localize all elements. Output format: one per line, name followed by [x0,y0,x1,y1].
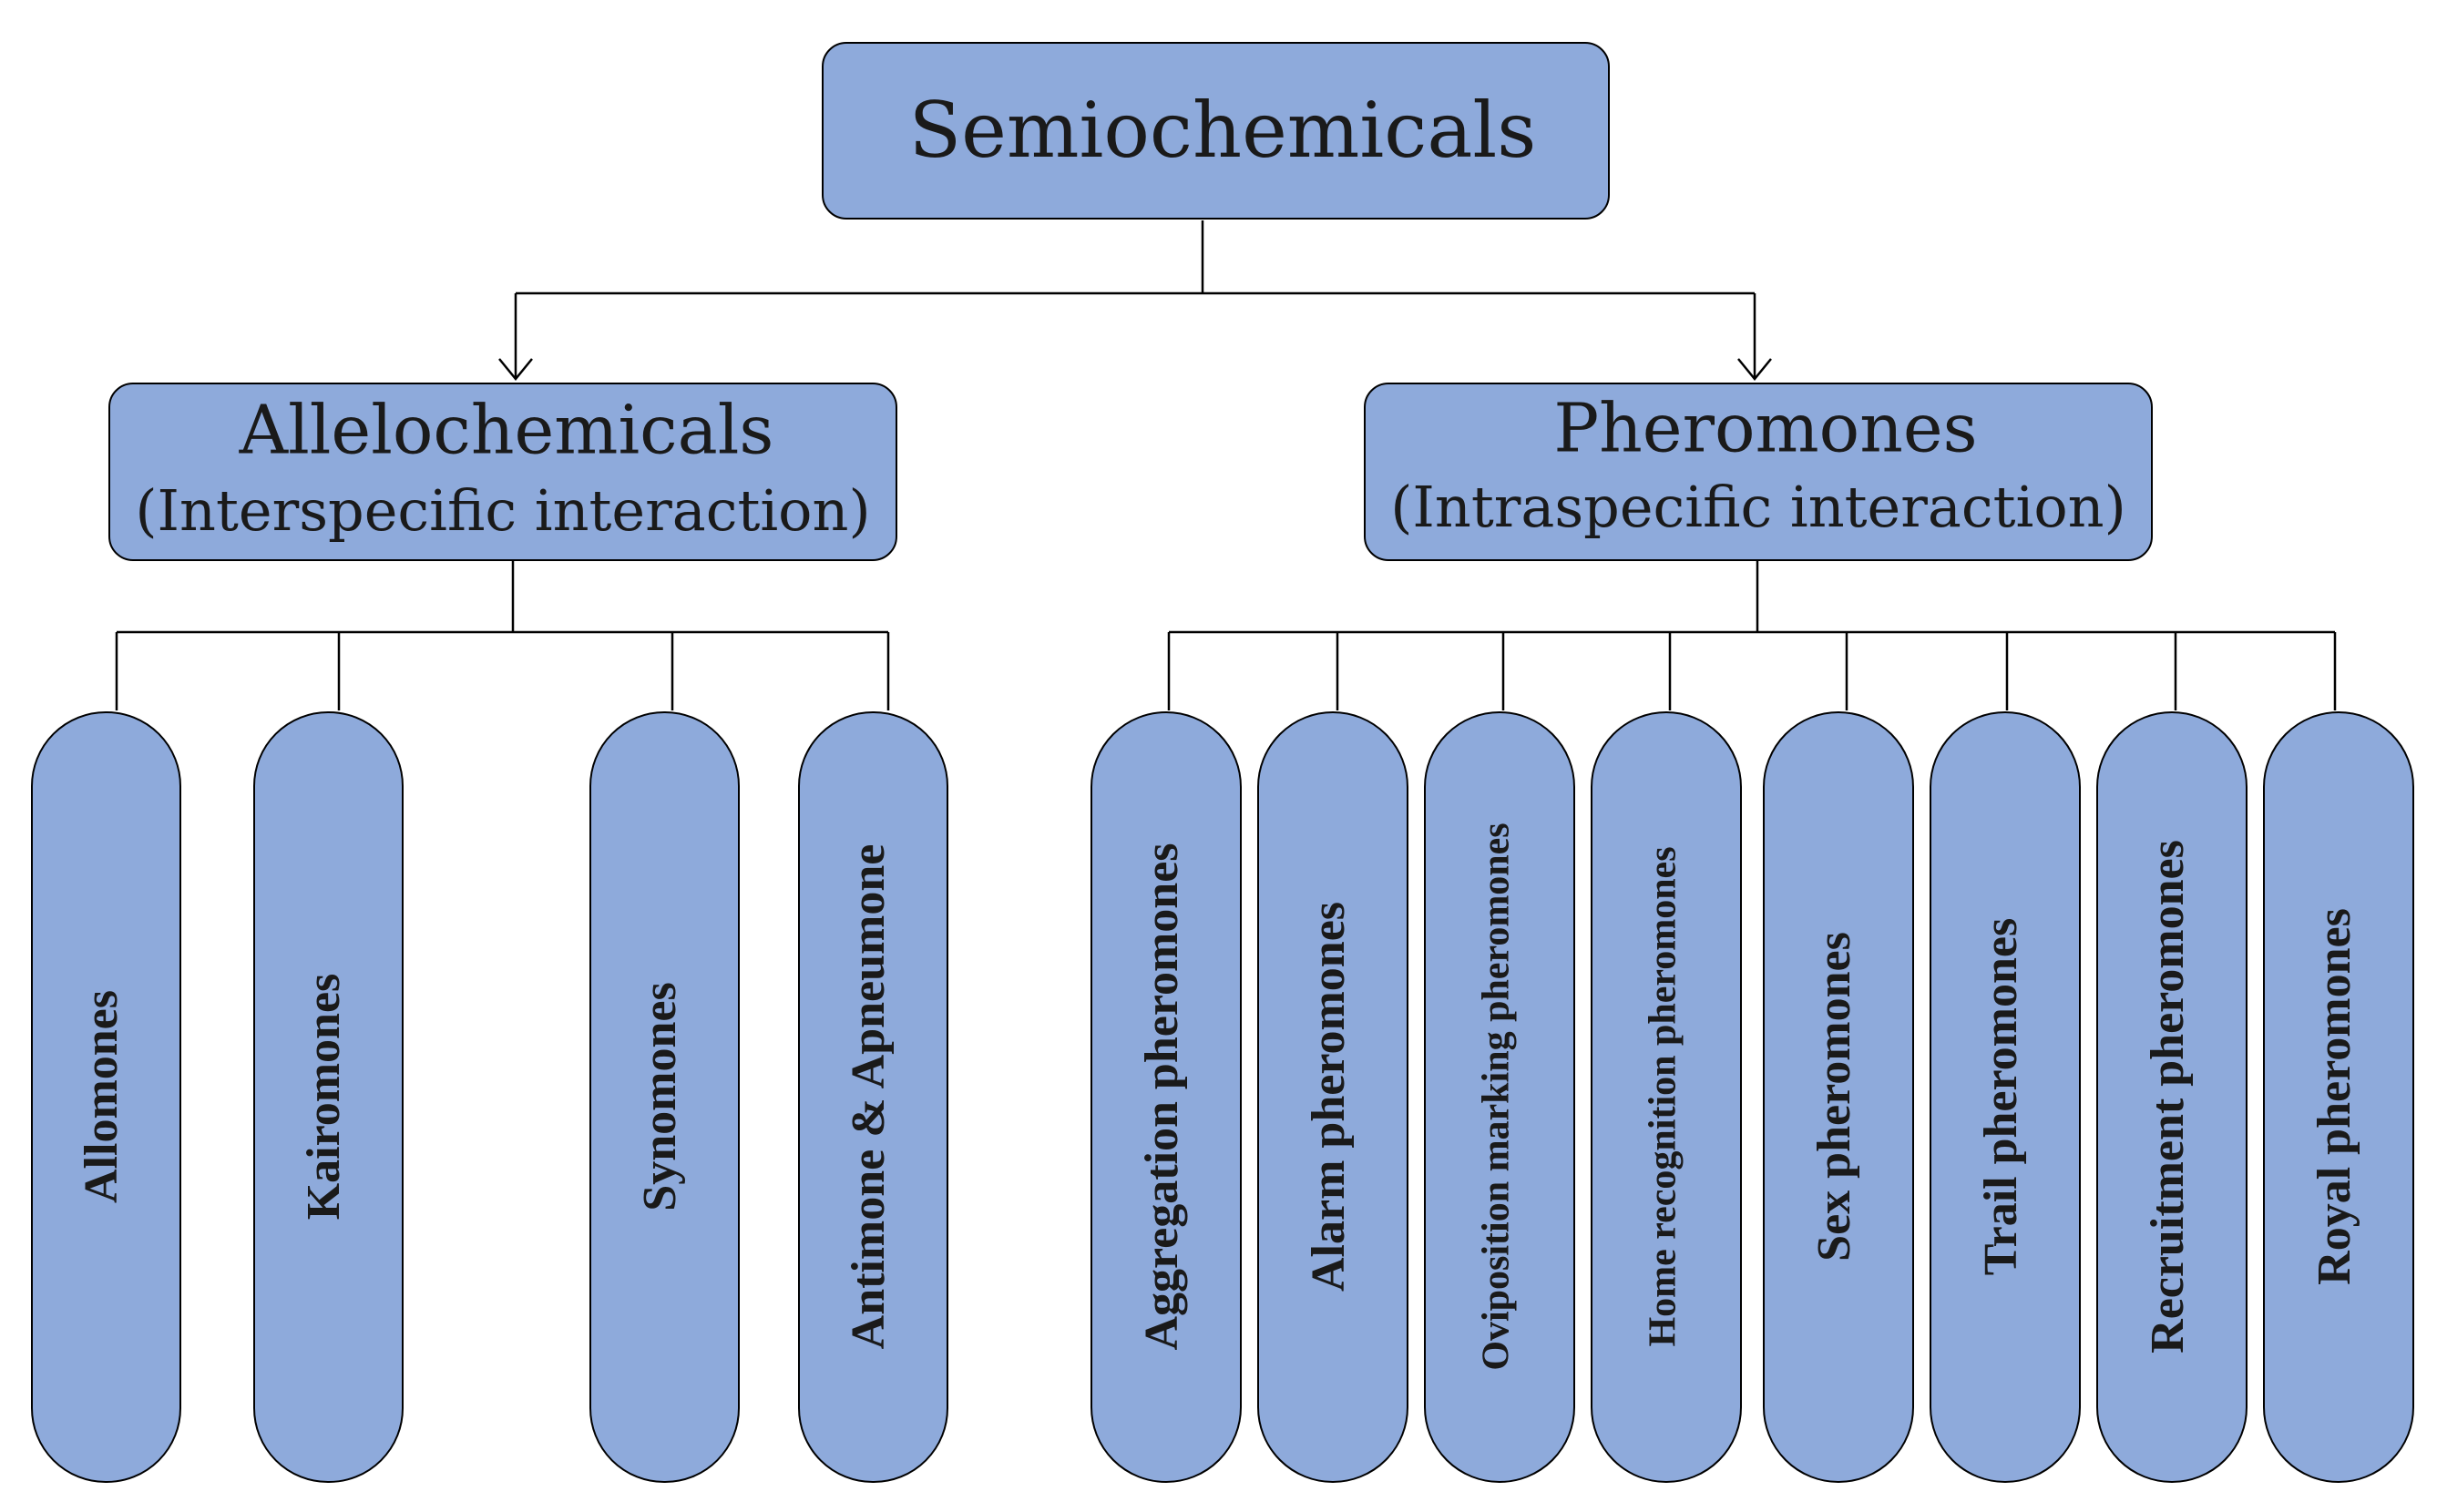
leaf-allomones: Allomones [31,711,181,1483]
leaf-alarm-pheromones-label: Alarm pheromones [1303,902,1355,1292]
leaf-recruitment-pheromones-label: Recruitment pheromones [2142,840,2194,1354]
leaf-royal-pheromones-label: Royal pheromones [2309,908,2360,1285]
node-semiochemicals-label: Semiochemicals [909,86,1537,175]
arrow-to-allelochemicals [498,358,533,381]
leaf-trail-pheromones: Trail pheromones [1930,711,2081,1483]
leaf-aggregation-pheromones-label: Aggregation pheromones [1136,843,1188,1350]
pheromones-connectors [1167,561,2337,710]
leaf-kairomones: Kairomones [253,711,404,1483]
leaf-antimone-apneumone: Antimone & Apneumone [798,711,948,1483]
leaf-sex-pheromones-label: Sex pheromones [1808,932,1860,1262]
root-connectors [498,220,1772,381]
leaf-home-recognition-pheromones: Home recognition pheromones [1591,711,1742,1483]
node-pheromones-title: Pheromones [1553,389,1977,467]
leaf-home-recognition-pheromones-label: Home recognition pheromones [1643,846,1684,1346]
leaf-trail-pheromones-label: Trail pheromones [1975,918,2027,1275]
leaf-synomones: Synomones [589,711,740,1483]
leaf-oviposition-marking-pheromones-label: Oviposition marking pheromones [1476,822,1518,1370]
leaf-alarm-pheromones: Alarm pheromones [1257,711,1408,1483]
leaf-aggregation-pheromones: Aggregation pheromones [1091,711,1242,1483]
leaf-oviposition-marking-pheromones: Oviposition marking pheromones [1424,711,1575,1483]
node-semiochemicals: Semiochemicals [822,42,1610,220]
leaf-antimone-apneumone-label: Antimone & Apneumone [843,844,895,1350]
arrow-to-pheromones [1737,358,1772,381]
node-allelochemicals-subtitle: (Interspecific interaction) [135,477,870,544]
leaf-royal-pheromones: Royal pheromones [2263,711,2414,1483]
leaf-kairomones-label: Kairomones [298,974,350,1221]
leaf-synomones-label: Synomones [634,982,686,1211]
allelochemicals-connectors [115,561,890,710]
node-pheromones: Pheromones (Intraspecific interaction) [1364,383,2153,561]
node-allelochemicals: Allelochemicals (Interspecific interacti… [108,383,897,561]
leaf-sex-pheromones: Sex pheromones [1763,711,1914,1483]
leaf-allomones-label: Allomones [76,990,128,1203]
node-pheromones-subtitle: (Intraspecific interaction) [1390,474,2126,540]
leaf-recruitment-pheromones: Recruitment pheromones [2096,711,2248,1483]
node-allelochemicals-title: Allelochemicals [239,391,774,469]
